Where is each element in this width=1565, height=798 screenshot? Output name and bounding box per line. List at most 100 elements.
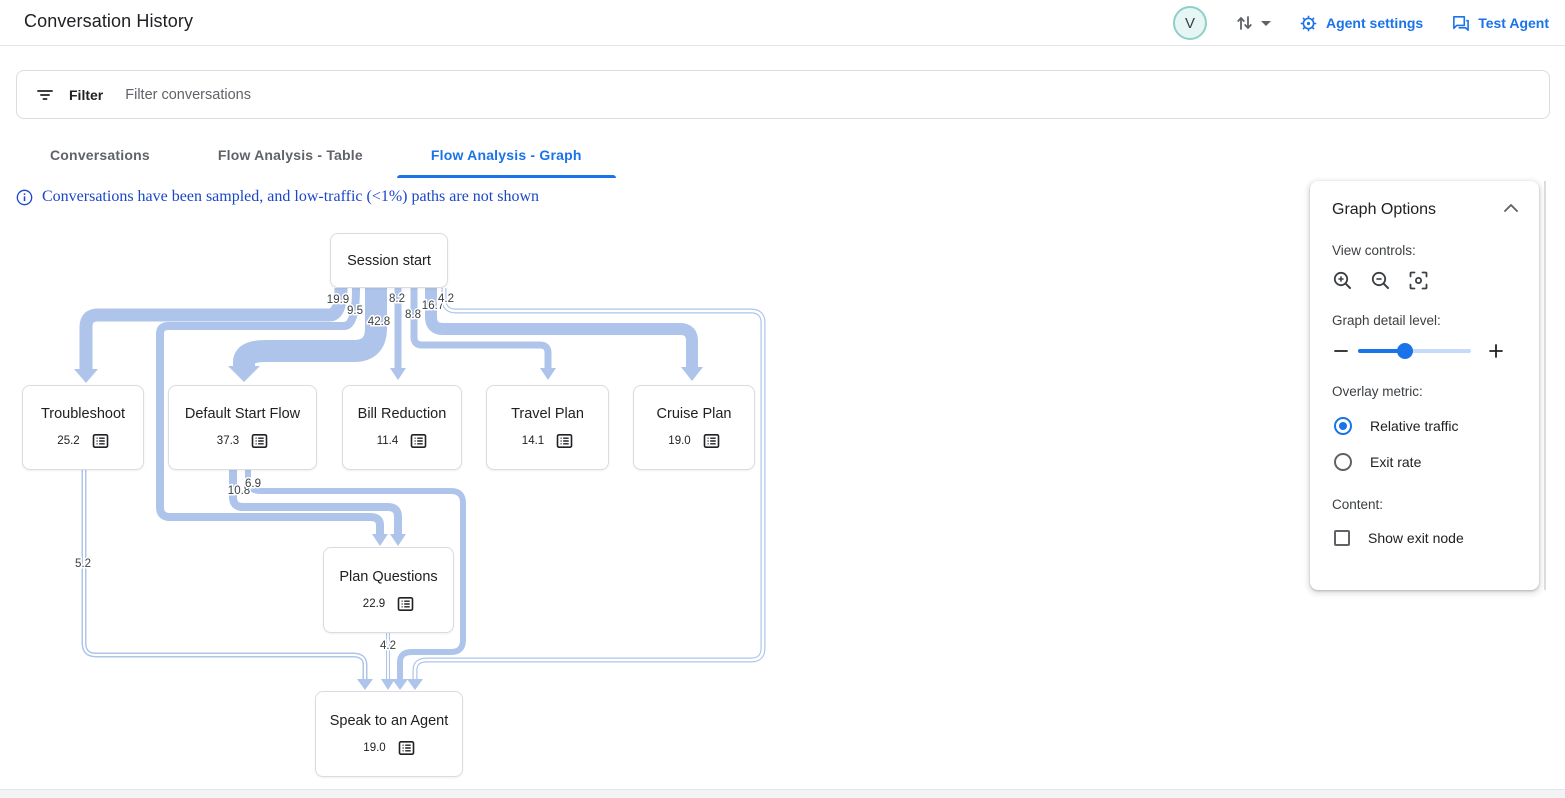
tab-flow-analysis-table[interactable]: Flow Analysis - Table [217, 147, 363, 163]
node-title: Travel Plan [511, 406, 584, 422]
edge-dsf-speak-agent [245, 470, 466, 679]
filter-input[interactable]: Filter conversations [125, 86, 251, 103]
node-session-start[interactable]: Session start [330, 233, 448, 288]
info-icon [16, 189, 33, 205]
node-title: Cruise Plan [656, 406, 732, 422]
node-default-start-flow[interactable]: Default Start Flow 37.3 [168, 385, 317, 470]
node-title: Speak to an Agent [329, 712, 449, 729]
radio-relative-traffic[interactable]: Relative traffic [1334, 417, 1517, 435]
view-table-icon[interactable] [703, 433, 720, 449]
edge-dsf-plan-questions [229, 470, 402, 534]
panel-scrollbar[interactable] [1544, 181, 1546, 590]
test-agent-label: Test Agent [1478, 15, 1549, 31]
zoom-out-icon[interactable] [1370, 270, 1391, 291]
node-value: 19.0 [668, 435, 691, 447]
node-title: Session start [347, 252, 431, 269]
node-cruise-plan[interactable]: Cruise Plan 19.0 [633, 385, 755, 470]
detail-level-label: Graph detail level: [1332, 313, 1441, 328]
radio-selected-icon [1334, 417, 1352, 435]
filter-label: Filter [69, 86, 104, 103]
horizontal-scrollbar[interactable] [0, 789, 1565, 798]
page-title: Conversation History [24, 11, 194, 31]
view-table-icon[interactable] [92, 433, 109, 449]
node-value: 37.3 [216, 435, 240, 447]
chevron-down-icon [1260, 20, 1271, 26]
edge-session-travel-plan [410, 288, 552, 368]
chat-icon [1453, 15, 1470, 31]
sampling-notice: Conversations have been sampled, and low… [16, 188, 539, 206]
edge-session-default-start-flow [233, 288, 387, 366]
overlay-metric-label: Overlay metric: [1332, 384, 1423, 399]
agent-settings-button[interactable]: Agent settings [1299, 14, 1423, 33]
sampling-notice-text: Conversations have been sampled, and low… [42, 188, 540, 205]
radio-unselected-icon [1334, 453, 1352, 471]
edge-session-troubleshoot [79, 287, 348, 369]
node-speak-to-an-agent[interactable]: Speak to an Agent 19.0 [315, 691, 463, 777]
checkbox-label: Show exit node [1368, 530, 1464, 546]
tab-bar: Conversations Flow Analysis - Table Flow… [16, 132, 616, 178]
zoom-in-icon[interactable] [1332, 270, 1353, 291]
slider-fill [1358, 349, 1405, 353]
edge-label: 16.7 [422, 300, 444, 312]
node-plan-questions[interactable]: Plan Questions 22.9 [323, 547, 454, 633]
edge-label: 9.5 [347, 305, 363, 317]
node-troubleshoot[interactable]: Troubleshoot 25.2 [22, 385, 144, 470]
checkbox-unchecked-icon[interactable] [1334, 530, 1350, 546]
edge-label: 4.2 [438, 293, 454, 305]
sort-arrows-icon [1237, 16, 1252, 30]
view-table-icon[interactable] [398, 740, 415, 756]
edge-session-speak-agent-inner [413, 288, 765, 679]
top-bar: Conversation History V Agent set [0, 0, 1565, 46]
radio-label: Relative traffic [1370, 418, 1459, 434]
content-label: Content: [1332, 497, 1384, 512]
edge-label: 5.2 [75, 558, 91, 570]
node-title: Bill Reduction [357, 406, 447, 422]
tab-conversations[interactable]: Conversations [50, 147, 150, 163]
edge-session-cruise-plan [425, 288, 698, 367]
graph-options-panel: Graph Options View controls: [1310, 181, 1539, 590]
edge-label: 8.2 [389, 293, 405, 305]
detail-plus-icon[interactable] [1487, 342, 1505, 360]
gear-icon [1300, 15, 1317, 31]
view-table-icon[interactable] [556, 433, 573, 449]
edge-arrowheads [74, 366, 703, 690]
avatar[interactable]: V [1172, 6, 1207, 40]
sort-menu-button[interactable] [1235, 13, 1271, 33]
radio-exit-rate[interactable]: Exit rate [1334, 453, 1517, 471]
test-agent-button[interactable]: Test Agent [1451, 14, 1549, 33]
recenter-icon[interactable] [1408, 270, 1429, 291]
node-value: 14.1 [521, 435, 545, 447]
edge-label: 4.2 [380, 640, 396, 652]
agent-settings-label: Agent settings [1325, 15, 1424, 31]
node-title: Troubleshoot [40, 406, 126, 422]
detail-level-slider[interactable] [1358, 343, 1471, 359]
node-value: 25.2 [57, 435, 80, 447]
edge-session-plan-questions [156, 287, 384, 534]
view-table-icon[interactable] [397, 596, 414, 612]
flow-graph-edges: 19.9 9.5 42.8 8.2 8.8 16.7 4.2 10.8 6.9 … [74, 287, 766, 690]
filter-bar[interactable]: Filter Filter conversations [16, 70, 1550, 119]
node-value: 11.4 [376, 435, 399, 447]
edge-label: 10.8 [228, 485, 250, 497]
slider-thumb[interactable] [1397, 343, 1413, 359]
detail-minus-icon[interactable] [1332, 342, 1350, 360]
node-travel-plan[interactable]: Travel Plan 14.1 [486, 385, 609, 470]
node-value: 19.0 [363, 741, 386, 754]
edge-label: 6.9 [245, 478, 261, 490]
edge-label: 42.8 [368, 316, 390, 328]
node-title: Default Start Flow [184, 406, 301, 422]
view-table-icon[interactable] [251, 433, 268, 449]
tab-flow-analysis-graph[interactable]: Flow Analysis - Graph [396, 132, 616, 178]
filter-icon [37, 89, 53, 100]
view-controls-label: View controls: [1332, 243, 1416, 258]
show-exit-node-option[interactable]: Show exit node [1334, 530, 1517, 546]
edge-label: 8.8 [405, 309, 421, 321]
radio-label: Exit rate [1370, 454, 1422, 470]
edge-label: 19.9 [327, 294, 349, 306]
collapse-chevron-up-icon[interactable] [1503, 203, 1519, 213]
node-bill-reduction[interactable]: Bill Reduction 11.4 [342, 385, 462, 470]
edge-troubleshoot-speak-agent-inner [83, 470, 366, 679]
node-value: 22.9 [362, 597, 386, 610]
view-table-icon[interactable] [410, 433, 427, 449]
